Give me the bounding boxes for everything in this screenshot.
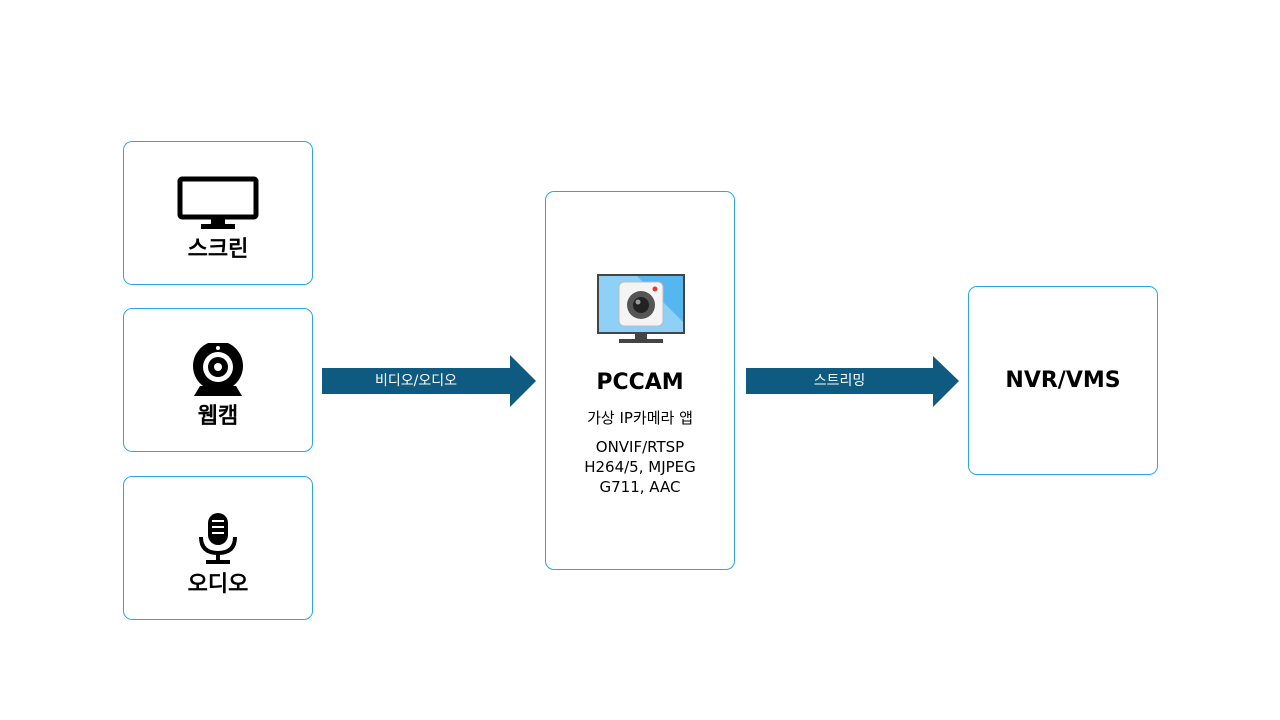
webcam-source-box: 웹캠 — [123, 308, 313, 452]
pccam-box: PCCAM 가상 IP카메라 앱 ONVIF/RTSP H264/5, MJPE… — [545, 191, 735, 570]
monitor-icon — [177, 176, 259, 229]
output-arrow-label: 스트리밍 — [813, 373, 866, 389]
pccam-title: PCCAM — [596, 370, 684, 395]
pccam-subtitle: 가상 IP카메라 앱 — [587, 409, 693, 427]
audio-source-box: 오디오 — [123, 476, 313, 620]
nvr-vms-box: NVR/VMS — [968, 286, 1158, 475]
pccam-app-icon — [597, 274, 685, 343]
input-arrow: 비디오/오디오 — [322, 355, 536, 407]
audio-label: 오디오 — [187, 572, 249, 597]
input-arrow-label: 비디오/오디오 — [375, 373, 457, 389]
output-arrow: 스트리밍 — [746, 356, 959, 407]
screen-label: 스크린 — [187, 237, 249, 262]
microphone-icon — [199, 513, 237, 564]
webcam-icon — [193, 343, 243, 396]
pccam-protocol-line: H264/5, MJPEG — [584, 458, 696, 476]
pccam-protocol-list: ONVIF/RTSP H264/5, MJPEG G711, AAC — [546, 437, 734, 497]
nvr-vms-title: NVR/VMS — [1005, 368, 1121, 393]
pccam-protocol-line: ONVIF/RTSP — [595, 438, 685, 456]
pccam-protocol-line: G711, AAC — [599, 478, 681, 496]
screen-source-box: 스크린 — [123, 141, 313, 285]
webcam-label: 웹캠 — [197, 404, 239, 429]
